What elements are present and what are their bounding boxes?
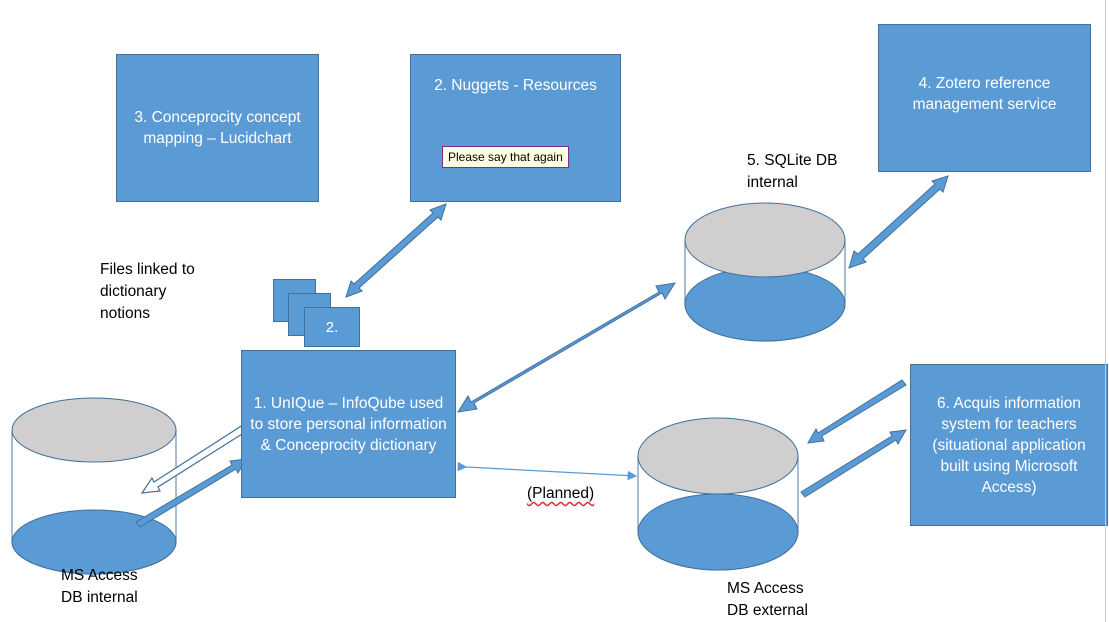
ms-access-external-cylinder (637, 417, 799, 571)
uniqe-box: 1. UnIQue – InfoQube used to store perso… (241, 350, 456, 498)
arrow-nuggets-files (345, 203, 447, 298)
files-label-line1: Files linked to (100, 261, 195, 278)
file-square-front: 2. (304, 307, 360, 347)
files-label-line2: dictionary (100, 283, 167, 300)
ms-access-external-label: MS Access DB external (727, 578, 808, 622)
zotero-label: 4. Zotero reference management service (912, 75, 1057, 113)
ms-external-line2: DB external (727, 602, 808, 619)
nuggets-label: 2. Nuggets - Resources (434, 77, 597, 94)
ms-external-line1: MS Access (727, 580, 804, 597)
sqlite-cylinder (684, 202, 846, 342)
acquis-box: 6. Acquis information system for teacher… (910, 364, 1108, 526)
arrow-uniqe-to-ms-internal (140, 422, 251, 494)
arrow-planned (457, 461, 638, 481)
sqlite-label-line1: 5. SQLite DB (747, 152, 838, 169)
files-linked-label: Files linked to dictionary notions (100, 259, 195, 325)
arrow-zotero-sqlite (848, 175, 949, 269)
sqlite-label: 5. SQLite DB internal (747, 150, 837, 194)
tooltip: Please say that again (442, 146, 569, 168)
page-edge-divider (1105, 0, 1106, 622)
lucidchart-box: 3. Conceprocity concept mapping – Lucidc… (116, 54, 319, 202)
files-label-line3: notions (100, 305, 150, 322)
uniqe-label: 1. UnIQue – InfoQube used to store perso… (250, 394, 447, 454)
lucidchart-label: 3. Conceprocity concept mapping – Lucidc… (134, 109, 301, 147)
arrow-uniqe-sqlite (456, 282, 677, 413)
arrow-ms-external-to-acquis (800, 429, 907, 498)
tooltip-text: Please say that again (448, 150, 563, 164)
ms-access-internal-cylinder (11, 397, 177, 575)
ms-access-internal-label: MS Access DB internal (61, 565, 138, 609)
file-square-label: 2. (325, 318, 339, 336)
zotero-box: 4. Zotero reference management service (878, 24, 1091, 172)
ms-internal-line2: DB internal (61, 589, 138, 606)
ms-internal-line1: MS Access (61, 567, 138, 584)
acquis-label: 6. Acquis information system for teacher… (932, 394, 1086, 496)
sqlite-label-line2: internal (747, 174, 798, 191)
nuggets-box: 2. Nuggets - Resources (410, 54, 621, 202)
planned-label: (Planned) (527, 485, 595, 502)
arrow-acquis-to-ms-external (807, 379, 907, 444)
